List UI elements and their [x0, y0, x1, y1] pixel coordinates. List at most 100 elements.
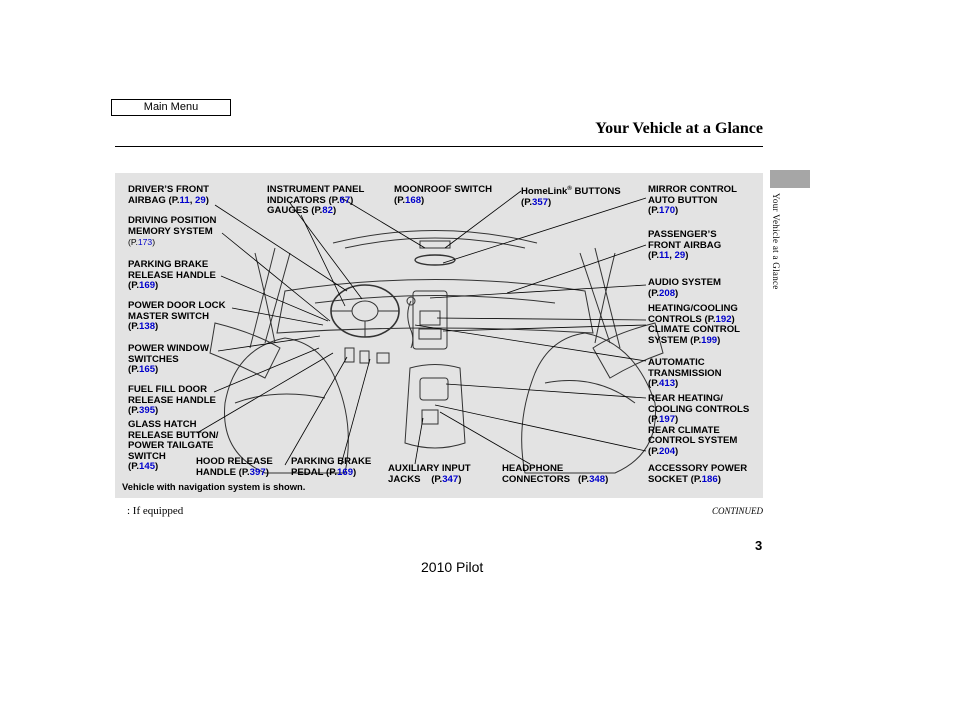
callout-text: RELEASE HANDLE: [128, 394, 216, 406]
passenger-seat: [521, 332, 656, 474]
callout-text: CONTROLS: [648, 313, 702, 325]
page-link[interactable]: 11: [179, 194, 190, 206]
page-link[interactable]: 413: [659, 378, 676, 390]
separator-text: ): [675, 378, 679, 390]
callout-text: INSTRUMENT PANEL: [267, 184, 365, 195]
separator-text: (P.: [128, 461, 140, 473]
callout-drivers-front-airbag: DRIVER’S FRONT AIRBAG (P.11, 29): [128, 184, 209, 206]
separator-text: ): [717, 473, 721, 485]
separator-text: (P.: [235, 466, 250, 478]
page-link[interactable]: 145: [139, 461, 156, 473]
separator-text: (P.: [394, 194, 406, 206]
page-link[interactable]: 67: [339, 194, 351, 206]
section-tab[interactable]: [770, 170, 810, 188]
separator-text: (P.: [701, 313, 716, 325]
page-link[interactable]: 82: [322, 205, 333, 217]
page-link[interactable]: 170: [659, 205, 676, 217]
page-link[interactable]: 138: [139, 321, 156, 333]
callout-text: HANDLE: [196, 466, 236, 478]
page-link[interactable]: 347: [442, 473, 459, 485]
callout-glass-hatch: GLASS HATCH RELEASE BUTTON/ POWER TAILGA…: [128, 419, 219, 473]
model-name: 2010 Pilot: [421, 559, 484, 575]
section-side-label: Your Vehicle at a Glance: [771, 193, 781, 290]
page-link[interactable]: 11: [659, 250, 670, 262]
callout-text: HOOD RELEASE: [196, 456, 273, 467]
main-menu-button[interactable]: Main Menu: [111, 99, 231, 116]
separator-text: ): [421, 194, 425, 206]
separator-text: ): [350, 194, 354, 206]
page-title: Your Vehicle at a Glance: [595, 120, 763, 137]
callout-text: PEDAL: [291, 466, 324, 478]
separator-text: ): [675, 205, 679, 217]
separator-text: ,: [669, 250, 675, 262]
separator-text: (P.: [648, 287, 660, 299]
separator-text: ): [605, 473, 609, 485]
page-link[interactable]: 395: [139, 405, 156, 417]
callout-text: JACKS: [388, 473, 421, 485]
page-link[interactable]: 204: [659, 445, 676, 457]
page-link[interactable]: 169: [139, 280, 156, 292]
callout-moonroof-switch: MOONROOF SWITCH (P.168): [394, 184, 492, 206]
callout-text: FRONT AIRBAG: [648, 239, 722, 251]
separator-text: (P.: [128, 405, 140, 417]
callout-text: MASTER SWITCH: [128, 310, 210, 322]
shift-lever: [407, 300, 414, 349]
callout-text: COOLING CONTROLS: [648, 403, 750, 415]
page-link[interactable]: 173: [137, 237, 153, 248]
page-link[interactable]: 397: [249, 466, 266, 478]
page-link[interactable]: 165: [139, 364, 156, 376]
callout-text: SWITCHES: [128, 353, 179, 365]
separator-text: (P.: [570, 473, 590, 485]
page-link[interactable]: 357: [532, 196, 549, 208]
footnote: : If equipped: [127, 505, 184, 517]
callout-text: RELEASE BUTTON/: [128, 429, 219, 441]
windshield-outline: [344, 237, 526, 249]
callout-driving-position-memory: DRIVING POSITION MEMORY SYSTEM (P.173): [128, 215, 217, 248]
page-number: 3: [755, 538, 763, 553]
callout-headphone-connectors: HEADPHONE CONNECTORS (P.348): [502, 463, 609, 485]
callout-text: BUTTONS: [571, 186, 621, 198]
page-link[interactable]: 192: [715, 313, 732, 325]
callout-text: AIRBAG (P.: [128, 194, 180, 206]
callout-text: HomeLink: [521, 186, 568, 198]
callout-rear-heating-cooling: REAR HEATING/ COOLING CONTROLS (P.197) R…: [648, 393, 750, 458]
separator-text: ): [675, 414, 679, 426]
callout-hood-release: HOOD RELEASE HANDLE (P.397): [196, 456, 273, 478]
page-link[interactable]: 186: [701, 473, 718, 485]
callout-accessory-power-socket: ACCESSORY POWER SOCKET (P.186): [648, 463, 748, 485]
callout-text: POWER DOOR LOCK: [128, 300, 226, 311]
separator-text: ): [685, 250, 689, 262]
callout-text: ACCESSORY POWER: [648, 463, 748, 474]
page-link[interactable]: 168: [405, 194, 422, 206]
separator-text: (P.: [687, 473, 702, 485]
separator-text: ): [205, 194, 209, 206]
callout-text: MEMORY SYSTEM: [128, 225, 213, 237]
title-divider: [115, 146, 763, 147]
callout-text: AUDIO SYSTEM: [648, 277, 722, 288]
page-link[interactable]: 29: [195, 194, 206, 206]
separator-text: (P.: [128, 321, 140, 333]
page-link[interactable]: 348: [589, 473, 606, 485]
separator-text: ): [155, 364, 159, 376]
page-link[interactable]: 208: [659, 287, 676, 299]
page-link[interactable]: 169: [337, 466, 354, 478]
callout-text: REAR HEATING/: [648, 393, 723, 404]
callout-fuel-fill-door: FUEL FILL DOOR RELEASE HANDLE (P.395): [128, 384, 216, 417]
separator-text: (P.: [128, 280, 140, 292]
callout-text: AUXILIARY INPUT: [388, 463, 471, 474]
callout-text: CONTROL SYSTEM: [648, 435, 738, 447]
separator-text: (P.: [648, 250, 660, 262]
page-link[interactable]: 199: [701, 334, 718, 346]
page-link[interactable]: 197: [659, 414, 676, 426]
separator-text: ): [548, 196, 552, 208]
page-link[interactable]: 29: [674, 250, 686, 262]
separator-text: ): [152, 237, 156, 248]
callout-text: PARKING BRAKE: [128, 259, 209, 270]
separator-text: ): [155, 321, 159, 333]
separator-text: ): [675, 287, 679, 299]
callout-text: POWER WINDOW: [128, 343, 210, 354]
callout-parking-brake-release: PARKING BRAKE RELEASE HANDLE (P.169): [128, 259, 216, 292]
callout-text: SOCKET: [648, 473, 688, 485]
callout-automatic-transmission: AUTOMATIC TRANSMISSION (P.413): [648, 357, 722, 390]
separator-text: ): [717, 334, 721, 346]
